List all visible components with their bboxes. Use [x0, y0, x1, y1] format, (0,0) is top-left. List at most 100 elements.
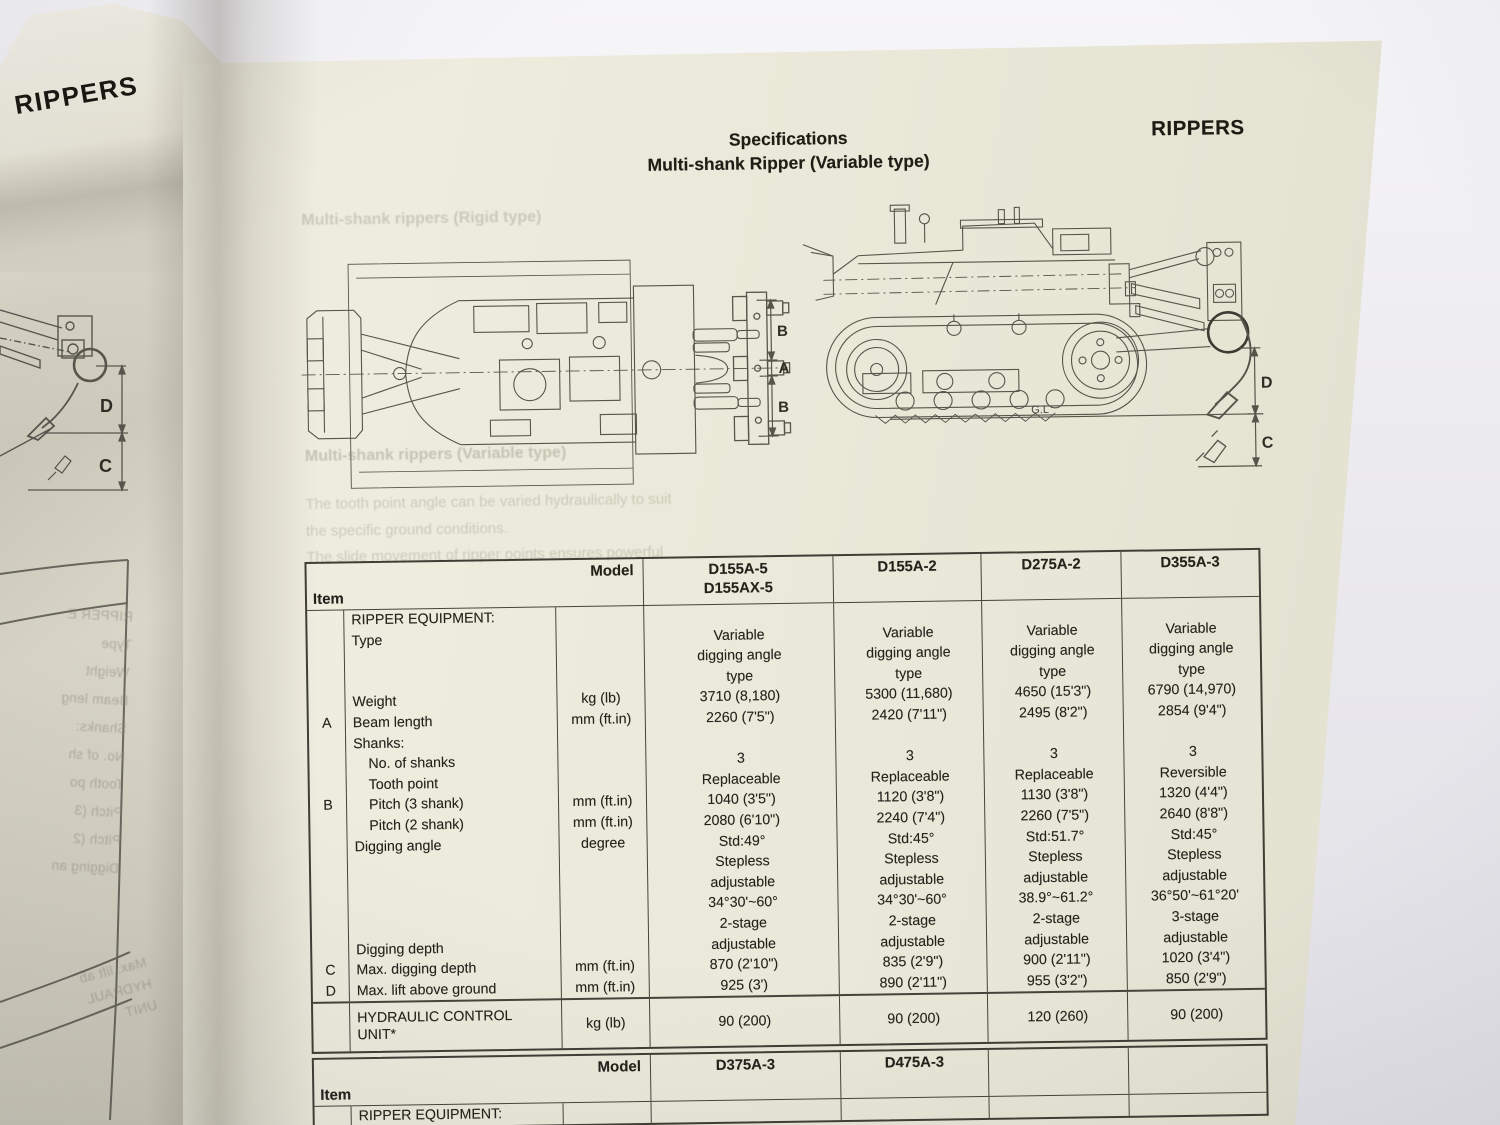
row-value: 2080 (6'10") [646, 809, 837, 833]
row-value: adjustable [985, 866, 1126, 890]
row-value: 925 (3') [648, 973, 839, 998]
row-unit: mm (ft.in) [560, 956, 649, 978]
model-name-cell [1127, 1045, 1267, 1094]
row-letter: D [325, 983, 337, 1000]
model-name: D155AX-5 [703, 580, 774, 598]
row-letter [307, 610, 343, 631]
row-letter [309, 755, 345, 776]
row-value: Std:51.7° [984, 825, 1125, 849]
ripper-linkage-side [1108, 241, 1250, 354]
tractor-body-side [802, 206, 1136, 305]
model-name: D155A-2 [877, 558, 937, 576]
row-letter [308, 672, 344, 693]
row-value: 90 (200) [648, 996, 840, 1048]
model-name-cell: D155A-2 [832, 553, 982, 603]
model-name: D475A-3 [884, 1054, 945, 1072]
row-value: 90 (200) [1126, 990, 1266, 1041]
row-value: 2260 (7'5") [984, 804, 1125, 828]
row-value [650, 1099, 841, 1123]
row-value: 3 [1123, 740, 1262, 764]
fragment-beam [0, 309, 93, 369]
row-letter [311, 837, 347, 858]
fragment-pivot-circle [72, 347, 108, 383]
row-value: 5300 (11,680) [834, 683, 983, 707]
row-unit [556, 667, 645, 690]
bulldozer-side-view-drawing: G.L D C [802, 204, 1274, 468]
row-value: 2854 (9'4") [1122, 699, 1261, 723]
loose-tip-sketch [1195, 429, 1227, 464]
row-unit: degree [558, 832, 647, 855]
row-letter [311, 858, 347, 879]
row-value: 2640 (8'8") [1124, 802, 1263, 826]
ripper-top-view-drawing: B A B [301, 259, 792, 489]
row-letter: C [325, 962, 336, 979]
row-unit [559, 914, 649, 937]
item-label: Item [312, 590, 344, 608]
top-view-dim-b1: B [777, 323, 788, 340]
row-value: Variable [833, 621, 982, 645]
row-value: 3 [835, 745, 984, 768]
row-letter [309, 734, 345, 755]
row-value: 1020 (3'4") [1126, 946, 1265, 970]
model-name-cell: D475A-3 [839, 1049, 989, 1099]
row-value: adjustable [837, 868, 986, 892]
fragment-dim-d-label: D [100, 396, 113, 416]
row-unit [560, 935, 649, 958]
row-letter: B [323, 797, 333, 815]
row-value: 3 [983, 743, 1124, 766]
row-value: 2-stage [985, 907, 1126, 931]
row-value: Replaceable [645, 767, 836, 792]
row-value [833, 600, 982, 624]
row-value: 900 (2'11") [986, 948, 1127, 972]
row-value: Std:49° [646, 829, 837, 854]
row-letter [311, 878, 347, 899]
row-value: type [1121, 658, 1261, 682]
row-value: Stepless [646, 850, 838, 874]
tractor-body-top-view [405, 284, 697, 455]
side-view-dim-c: C [1262, 435, 1274, 452]
row-letter [310, 816, 346, 837]
row-value: 1120 (3'8") [835, 786, 985, 810]
top-view-dim-a: A [778, 360, 789, 377]
row-unit [562, 1101, 651, 1124]
row-value: digging angle [981, 640, 1122, 663]
dimension-lines-dc [1198, 346, 1264, 468]
centerline [301, 367, 788, 376]
fragment-dimension-lines [0, 364, 128, 492]
row-unit [555, 647, 645, 670]
row-value: 3-stage [1125, 905, 1264, 929]
exhaust-stack [889, 204, 930, 244]
model-name-cell: D375A-3 [649, 1052, 841, 1101]
row-unit: kg (lb) [556, 688, 645, 711]
row-value: Variable [981, 619, 1122, 643]
row-unit: mm (ft.in) [556, 708, 645, 731]
row-value: type [982, 660, 1123, 684]
row-value: Stepless [984, 845, 1126, 869]
row-value: 34°30'~60° [647, 891, 838, 915]
row-value: 120 (260) [986, 992, 1128, 1043]
row-unit [555, 605, 644, 628]
row-value [643, 603, 834, 627]
side-view-dim-d: D [1261, 375, 1273, 392]
row-unit [558, 853, 648, 875]
row-unit [555, 626, 644, 649]
row-value: Replaceable [835, 765, 984, 789]
doc-title: Specifications [728, 127, 848, 150]
outline-guide-rect [347, 259, 634, 489]
row-unit: mm (ft.in) [558, 811, 647, 834]
model-name-cell: D355A-3 [1120, 549, 1260, 598]
dimension-lines-bab [756, 298, 779, 438]
row-label: Max. lift above ground [348, 977, 561, 1002]
row-letter: A [321, 715, 332, 732]
row-unit: mm (ft.in) [560, 976, 649, 999]
page-header: RIPPERS [1150, 116, 1245, 141]
model-name: D355A-3 [1160, 554, 1220, 572]
row-value [981, 598, 1122, 622]
row-value: adjustable [1125, 926, 1265, 949]
model-label: Model [597, 1058, 642, 1076]
